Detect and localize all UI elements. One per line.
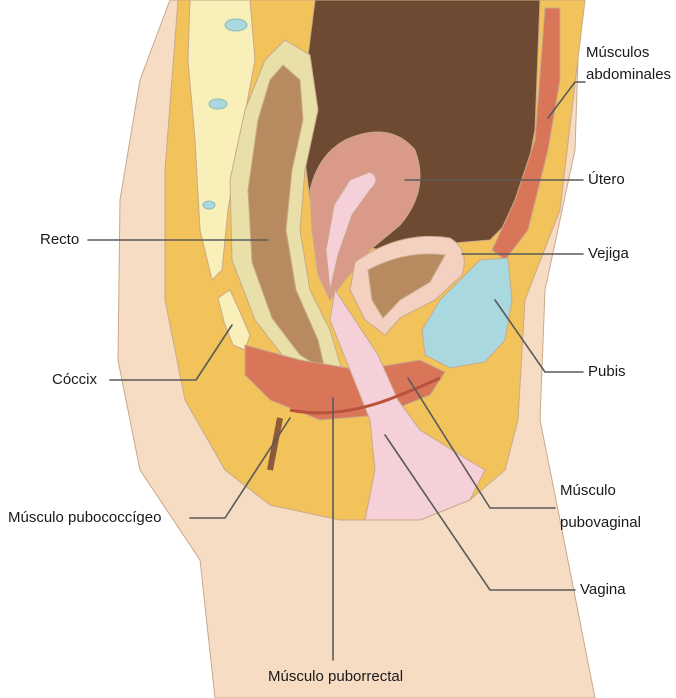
vertebra-disc	[225, 19, 247, 31]
label-utero: Útero	[588, 171, 625, 189]
label-coccix: Cóccix	[52, 371, 97, 389]
label-pubococcigeo: Músculo pubococcígeo	[8, 509, 161, 527]
label-abdominales-line1: Músculos	[586, 44, 671, 62]
label-puborrectal: Músculo puborrectal	[268, 668, 403, 686]
label-pubovaginal-line1: Músculo	[560, 482, 641, 500]
label-recto: Recto	[40, 231, 79, 249]
label-vagina: Vagina	[580, 581, 626, 599]
label-pubis: Pubis	[588, 363, 626, 381]
label-pubovaginal: Músculo pubovaginal	[560, 482, 641, 532]
vertebra-disc	[209, 99, 227, 109]
label-pubovaginal-line2: pubovaginal	[560, 514, 641, 532]
label-vejiga: Vejiga	[588, 245, 629, 263]
vertebra-disc	[203, 201, 215, 209]
label-abdominales-line2: abdominales	[586, 66, 671, 84]
label-abdominales: Músculos abdominales	[586, 44, 671, 84]
